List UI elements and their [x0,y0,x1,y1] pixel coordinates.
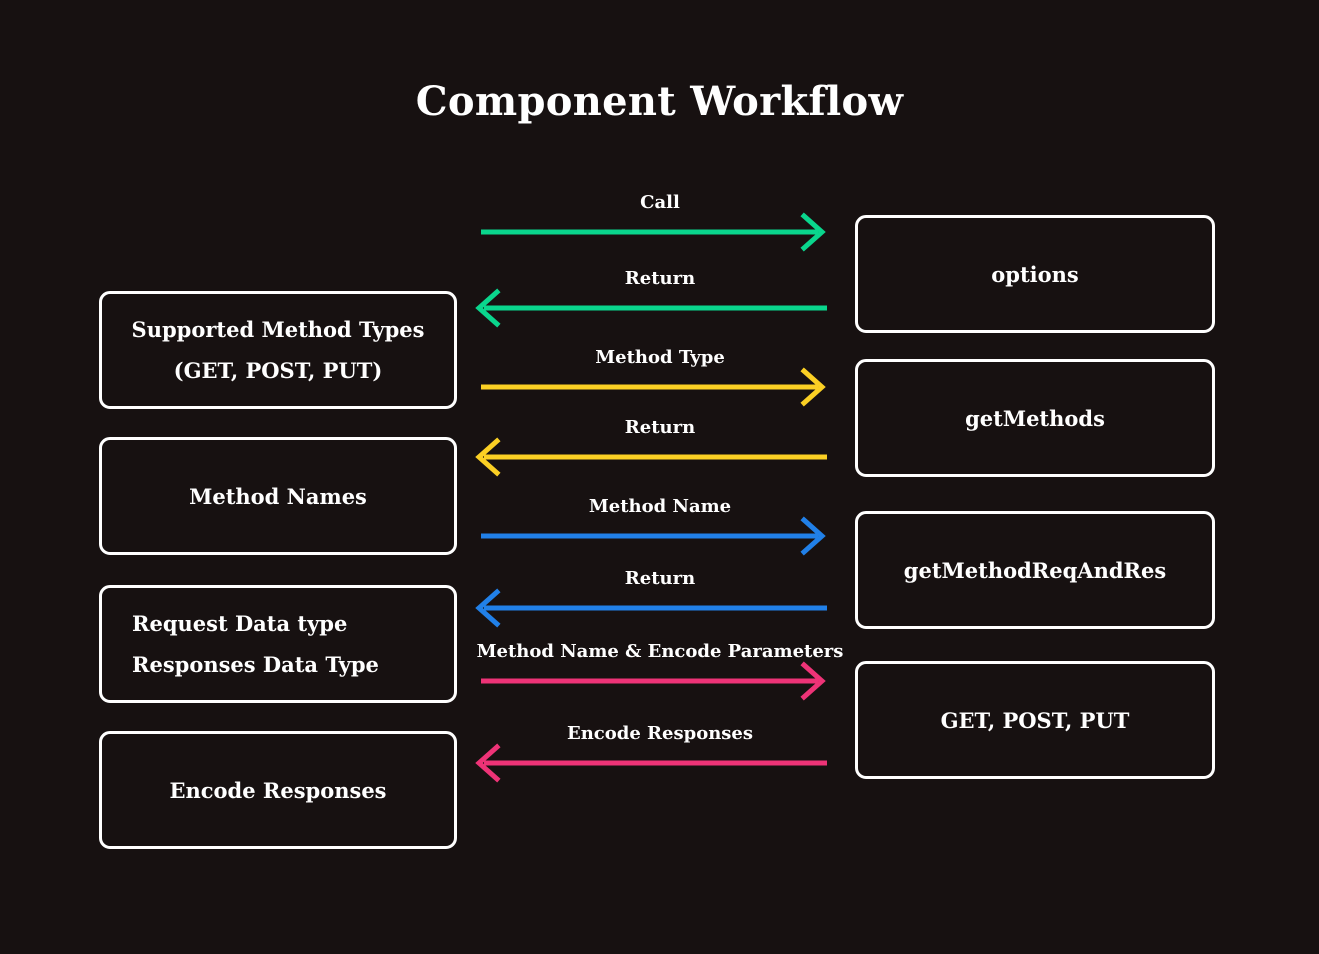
node-getmethods: getMethods [855,359,1215,477]
arrow-right-icon [481,367,826,407]
arrow-right-icon [481,661,826,701]
connector-label: Return [624,268,696,289]
connector-call: Call [470,192,850,254]
connector-label: Method Name [588,496,732,517]
connector-method-name: Method Name [470,496,850,558]
connector-label: Method Type [595,347,725,368]
node-getmethodreqandres: getMethodReqAndRes [855,511,1215,629]
node-label: GET, POST, PUT [940,707,1130,733]
node-label: getMethods [965,405,1105,431]
connector-label: Return [624,568,696,589]
node-label: getMethodReqAndRes [903,557,1167,583]
node-label-line2: (GET, POST, PUT) [173,358,383,383]
node-options: options [855,215,1215,333]
connector-label: Method Name & Encode Parameters [476,641,844,662]
connector-label: Call [640,192,680,213]
node-label-line1: Method Names [189,483,367,509]
connector-encode-responses: Encode Responses [470,723,850,785]
connector-method-type: Method Type [470,347,850,409]
node-label-line1: Encode Responses [169,777,387,803]
connector-return-2: Return [470,417,850,479]
node-request-response-types: Request Data type Responses Data Type [99,585,457,703]
arrow-left-icon [475,743,827,783]
node-encode-responses: Encode Responses [99,731,457,849]
node-method-names: Method Names [99,437,457,555]
arrow-right-icon [481,212,826,252]
node-label-line1: Request Data type [132,611,348,636]
page-title: Component Workflow [415,78,904,125]
node-label-line2: Responses Data Type [132,652,379,677]
connector-return-1: Return [470,268,850,330]
arrow-left-icon [475,588,827,628]
node-label-line1: Supported Method Types [131,317,425,342]
connector-method-name-encode-parameters: Method Name & Encode Parameters [470,641,850,703]
node-label: options [991,261,1079,287]
arrow-left-icon [475,437,827,477]
connector-return-3: Return [470,568,850,630]
arrow-right-icon [481,516,826,556]
connector-label: Return [624,417,696,438]
node-supported-method-types: Supported Method Types (GET, POST, PUT) [99,291,457,409]
node-get-post-put: GET, POST, PUT [855,661,1215,779]
connector-label: Encode Responses [566,723,754,744]
arrow-left-icon [475,288,827,328]
